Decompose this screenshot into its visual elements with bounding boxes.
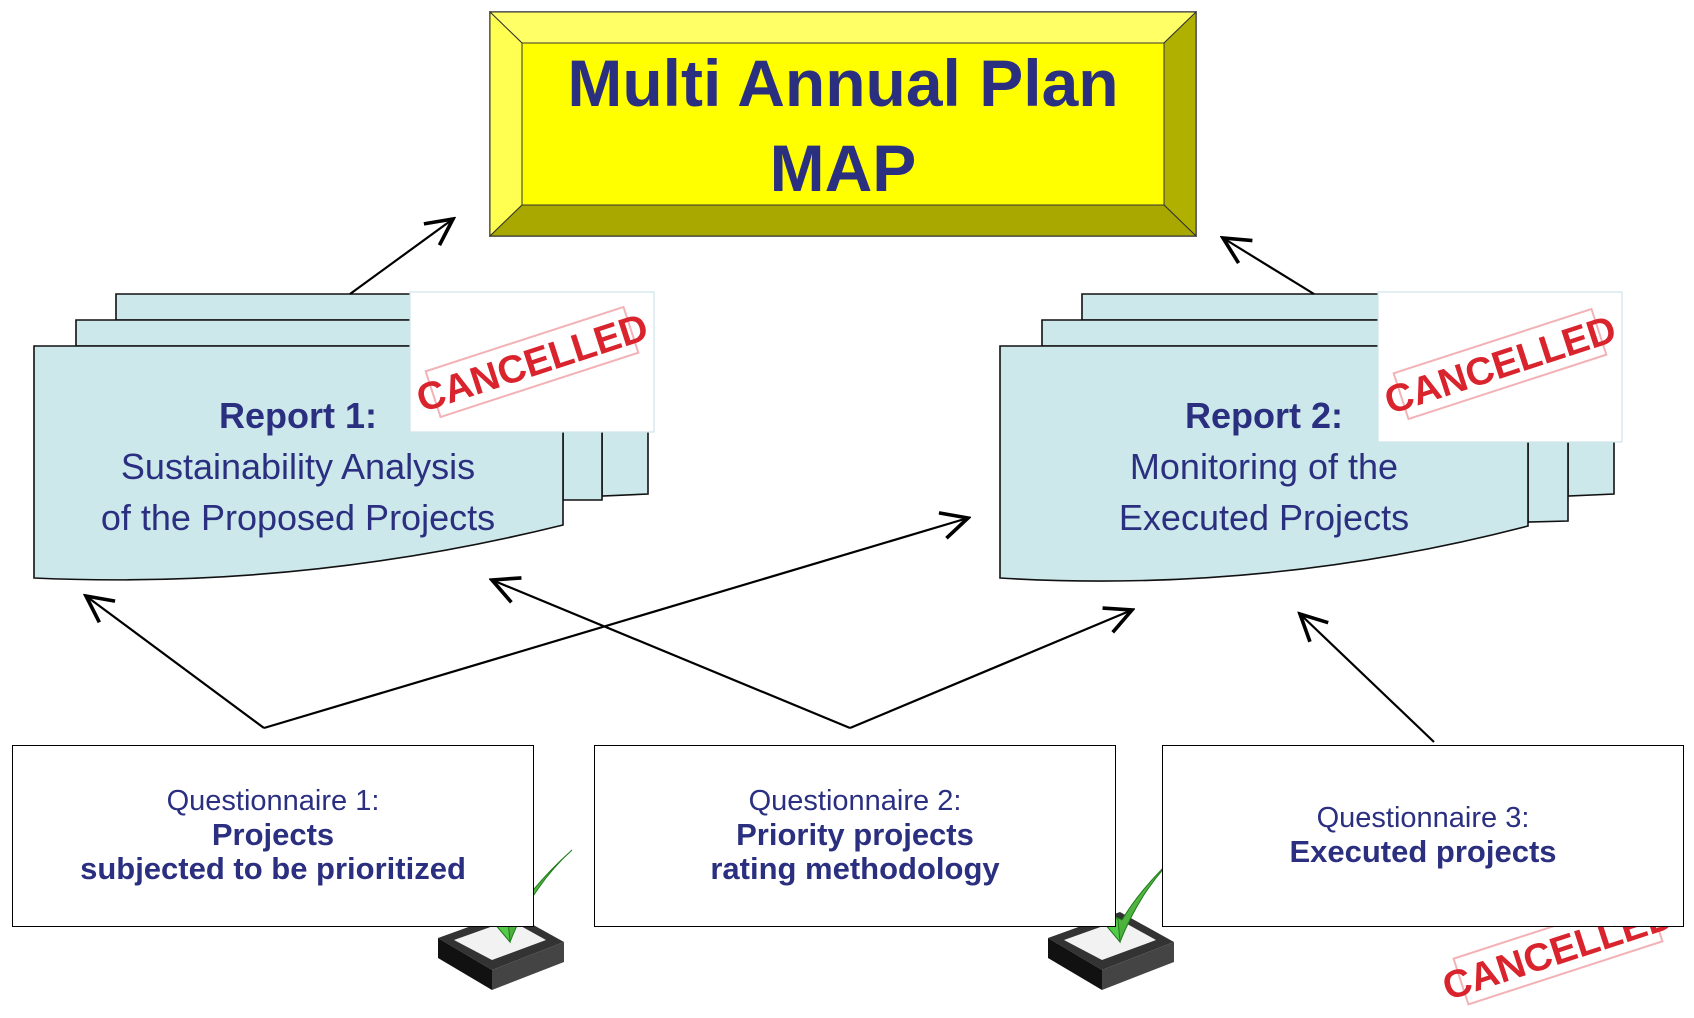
arrow-q2-to-report1	[492, 580, 851, 730]
report-1-cancelled-stamp: CANCELLED	[409, 291, 655, 433]
questionnaire-1-line-3: subjected to be prioritized	[80, 851, 466, 887]
questionnaire-1-title: Questionnaire 1:	[166, 785, 380, 818]
arrow-q1-to-report1	[86, 596, 265, 729]
questionnaire-2-line-3: rating methodology	[710, 851, 1000, 887]
questionnaire-1-box: Questionnaire 1: Projects subjected to b…	[12, 745, 534, 927]
report-1-line-2: Sustainability Analysis	[121, 446, 475, 487]
title-line-2: MAP	[770, 131, 917, 205]
arrow-report2-to-map	[1223, 238, 1315, 295]
questionnaire-2-line-2: Priority projects	[736, 816, 974, 852]
questionnaire-2-title: Questionnaire 2:	[748, 785, 962, 818]
questionnaire-1-line-2: Projects	[211, 816, 335, 852]
report-1-line-3: of the Proposed Projects	[101, 497, 495, 538]
questionnaire-2-box: Questionnaire 2: Priority projects ratin…	[594, 745, 1116, 927]
report-2-line-2: Monitoring of the	[1130, 446, 1398, 487]
questionnaire-3-line-2: Executed projects	[1289, 833, 1557, 869]
arrow-report1-to-map	[349, 219, 453, 295]
report-2-title: Report 2:	[1185, 395, 1343, 436]
report-2-cancelled-stamp: CANCELLED	[1377, 291, 1623, 443]
title-line-1: Multi Annual Plan	[567, 46, 1118, 120]
questionnaire-3-box: Questionnaire 3: Executed projects	[1162, 745, 1684, 927]
questionnaire-3-title: Questionnaire 3:	[1316, 802, 1530, 835]
arrow-q1-to-report2	[263, 518, 968, 730]
report-2-line-3: Executed Projects	[1119, 497, 1409, 538]
title-block: Multi Annual Plan MAP	[488, 10, 1198, 238]
arrow-q3-to-report2	[1300, 614, 1435, 743]
report-1-title: Report 1:	[219, 395, 377, 436]
arrow-q2-to-report2	[849, 610, 1132, 730]
